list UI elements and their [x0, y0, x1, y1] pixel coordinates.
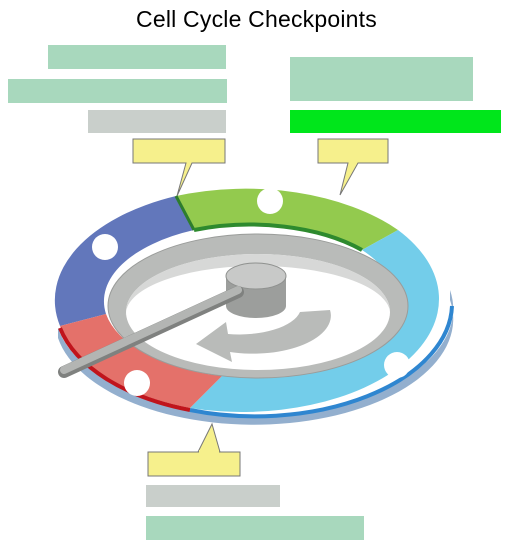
label-box-top-left-2 — [8, 79, 227, 103]
callout-m-checkpoint — [147, 422, 241, 477]
curved-arrow-icon — [196, 310, 331, 362]
label-box-top-left-3 — [88, 110, 226, 133]
dial-hub — [225, 262, 287, 318]
phase-segment-blue — [54, 196, 195, 326]
circle-marker — [124, 370, 150, 396]
label-box-top-left-1 — [48, 45, 226, 69]
label-box-top-right-2 — [290, 110, 501, 133]
phase-segment-red — [60, 314, 222, 408]
label-box-bottom-2 — [146, 516, 364, 540]
phase-segment-cyan — [190, 230, 440, 413]
circle-marker — [92, 234, 118, 260]
phase-segment-green — [176, 188, 398, 250]
checkpoint-markers — [92, 188, 410, 396]
label-box-bottom-1 — [146, 485, 280, 507]
circle-marker — [257, 188, 283, 214]
callout-g2-checkpoint — [317, 138, 389, 196]
phase-ring — [54, 188, 454, 419]
dial-hand — [58, 286, 244, 378]
callout-g1-checkpoint — [132, 138, 226, 197]
page-title: Cell Cycle Checkpoints — [136, 6, 377, 32]
circle-marker — [384, 352, 410, 378]
label-box-top-right-1 — [290, 57, 473, 101]
